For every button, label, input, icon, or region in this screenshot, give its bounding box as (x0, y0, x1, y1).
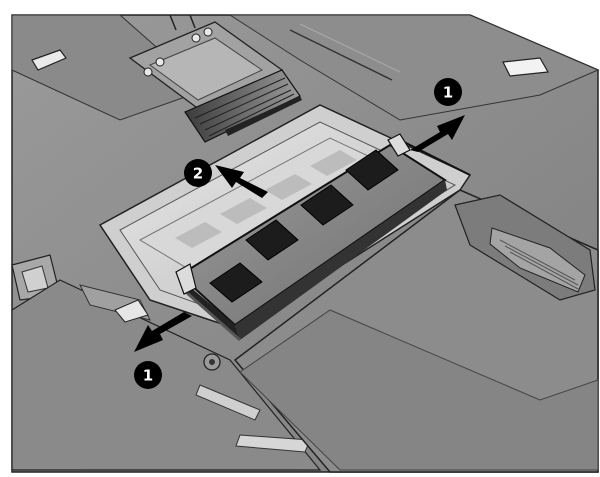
arrow-release-right (410, 115, 465, 152)
callout-1-top: 1 (434, 78, 462, 106)
memory-chip (300, 184, 354, 226)
screw-icon (155, 57, 165, 67)
memory-chip (345, 149, 399, 191)
arrow-lift-module (215, 165, 268, 198)
callout-label: 1 (443, 84, 453, 102)
screw-icon (143, 67, 153, 77)
arrow-release-left (134, 312, 192, 352)
drive-cover-panel (233, 189, 599, 473)
callout-label: 2 (193, 165, 203, 183)
heatsink (184, 69, 302, 143)
retention-clip-left (175, 263, 197, 295)
memory-chip (245, 219, 299, 261)
screw-icon (203, 27, 213, 37)
chassis-details-left (11, 254, 322, 471)
callout-label: 1 (143, 367, 153, 385)
memory-module (175, 133, 447, 342)
callout-1-bottom: 1 (134, 361, 162, 389)
memory-chip (209, 262, 263, 303)
screw-icon (191, 33, 201, 43)
callout-2: 2 (184, 159, 212, 187)
